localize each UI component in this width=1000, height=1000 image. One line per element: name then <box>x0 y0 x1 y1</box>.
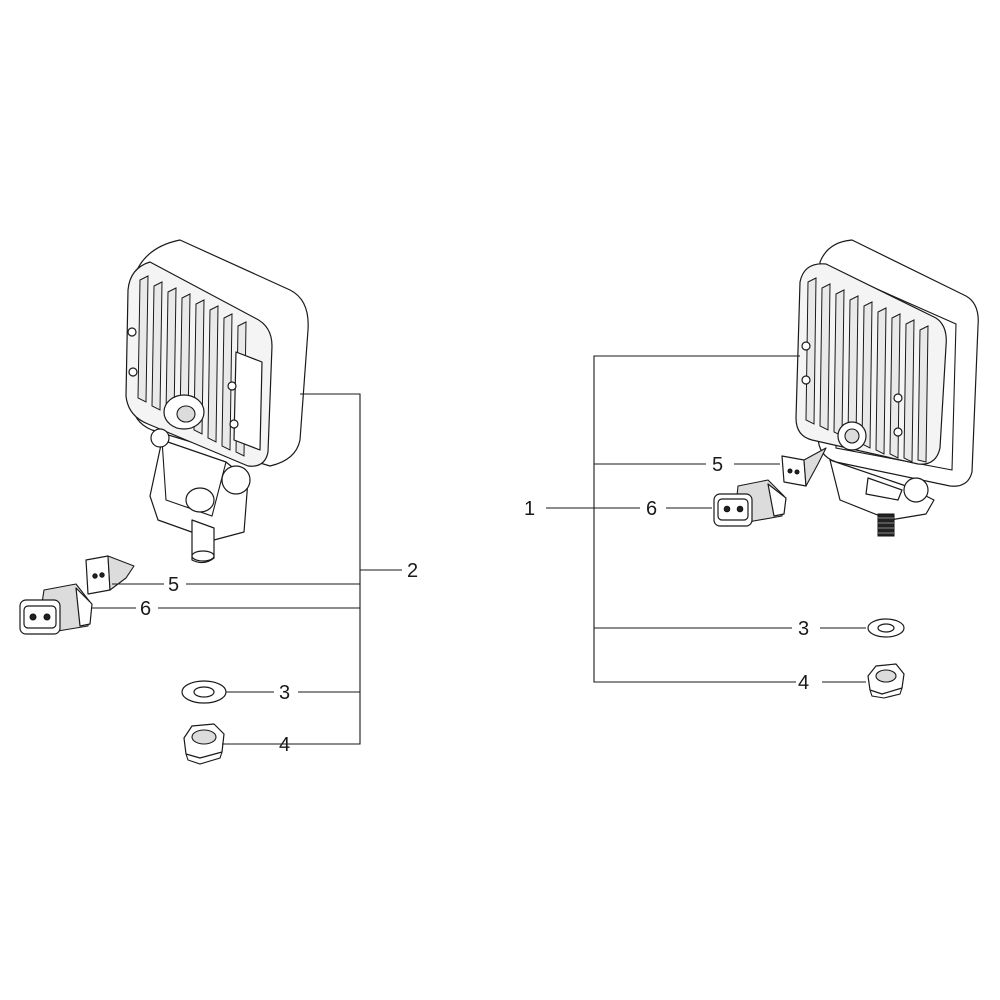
left-callout-nut: 4 <box>279 734 290 756</box>
right-threaded-stud <box>877 513 895 537</box>
left-bracket-part <box>85 555 135 595</box>
right-callout-nut: 4 <box>798 672 809 694</box>
left-connector-part <box>19 583 93 635</box>
left-callout-bracket: 5 <box>168 574 179 596</box>
left-leader-lines <box>92 393 402 745</box>
right-washer-part <box>867 618 905 638</box>
right-nut-part <box>867 663 905 699</box>
right-callout-bracket: 5 <box>712 454 723 476</box>
left-callout-connector: 6 <box>140 598 151 620</box>
right-leader-lines <box>546 355 866 683</box>
left-callout-washer: 3 <box>279 682 290 704</box>
left-nut-part <box>183 723 225 765</box>
left-washer-part <box>181 680 227 704</box>
right-bracket-part <box>781 447 827 487</box>
left-callout-assembly: 2 <box>407 560 418 582</box>
right-callout-assembly: 1 <box>524 498 535 520</box>
right-connector-part <box>713 479 787 527</box>
right-callout-washer: 3 <box>798 618 809 640</box>
left-work-light <box>125 239 309 564</box>
right-work-light <box>795 239 979 537</box>
right-callout-connector: 6 <box>646 498 657 520</box>
